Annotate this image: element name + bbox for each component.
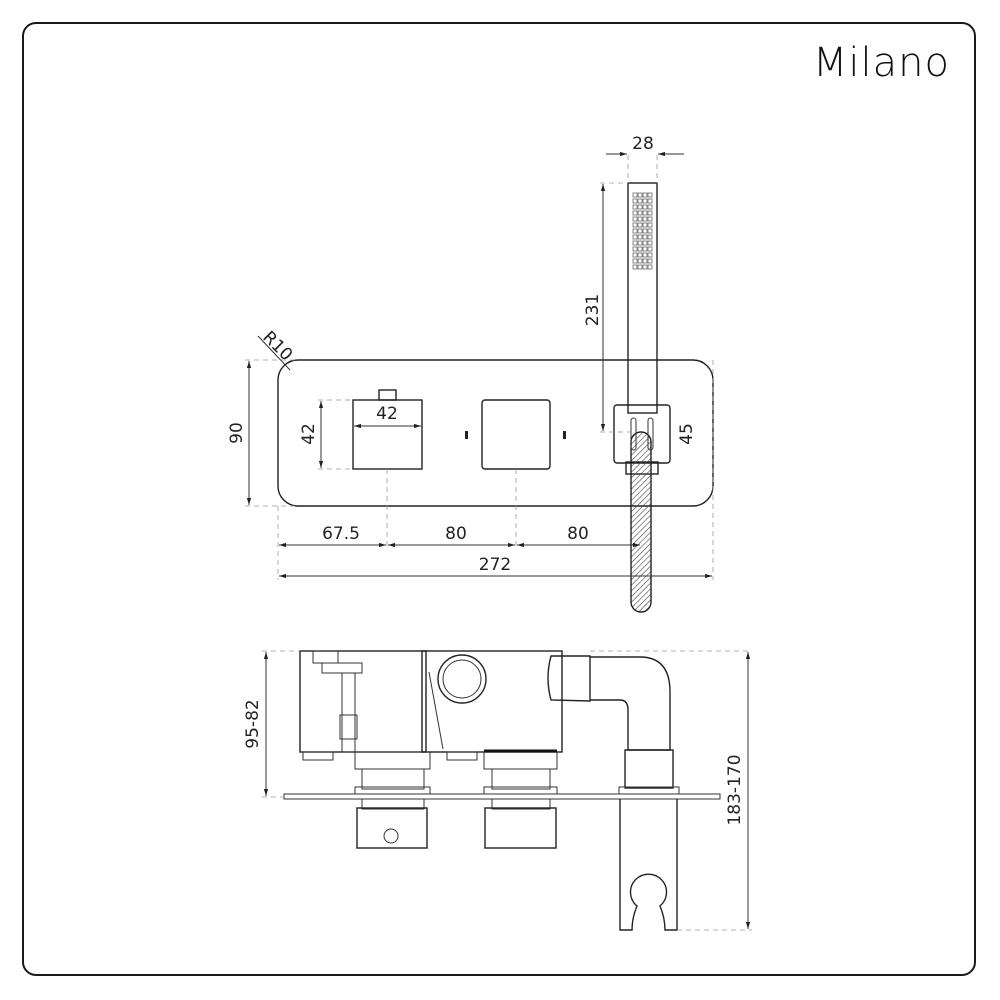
handle-lever-tab bbox=[378, 389, 397, 401]
handle-center bbox=[481, 399, 551, 470]
dim-handle-height: 42 bbox=[299, 423, 319, 445]
front-view: 28 231 R10 90 42 42 45 67.5 80 bbox=[227, 134, 714, 613]
dim-spacing-1: 80 bbox=[445, 524, 467, 544]
dim-handset-width: 28 bbox=[632, 134, 654, 154]
drawing-frame bbox=[22, 22, 976, 976]
handset bbox=[627, 182, 658, 414]
dim-offset-left: 67.5 bbox=[322, 524, 360, 544]
elbow-outlet bbox=[590, 656, 671, 751]
dim-handle-width: 42 bbox=[376, 404, 398, 424]
lever-hole bbox=[383, 828, 399, 844]
dim-body-depth: 95-82 bbox=[243, 699, 263, 748]
dim-holder-height: 45 bbox=[677, 423, 697, 445]
indicator-mark bbox=[563, 431, 566, 439]
dim-handset-length: 231 bbox=[583, 294, 603, 326]
dim-plate-height: 90 bbox=[227, 422, 247, 444]
brand-logo: Milano bbox=[812, 40, 950, 86]
wall-outlet-bracket bbox=[619, 799, 678, 931]
outlet-port bbox=[437, 654, 487, 704]
dim-plate-width: 272 bbox=[479, 555, 511, 575]
spray-nozzles bbox=[632, 192, 653, 270]
wall-plate bbox=[283, 793, 721, 800]
dim-corner-radius: R10 bbox=[258, 327, 296, 365]
handle-side-center bbox=[484, 807, 557, 849]
hose bbox=[630, 431, 652, 613]
dim-spacing-2: 80 bbox=[567, 524, 589, 544]
side-view: 95-82 183-170 bbox=[243, 650, 752, 931]
valve-body bbox=[299, 650, 427, 753]
dim-total-depth: 183-170 bbox=[725, 754, 745, 825]
handle-side-left bbox=[356, 807, 428, 849]
indicator-mark bbox=[465, 431, 468, 439]
